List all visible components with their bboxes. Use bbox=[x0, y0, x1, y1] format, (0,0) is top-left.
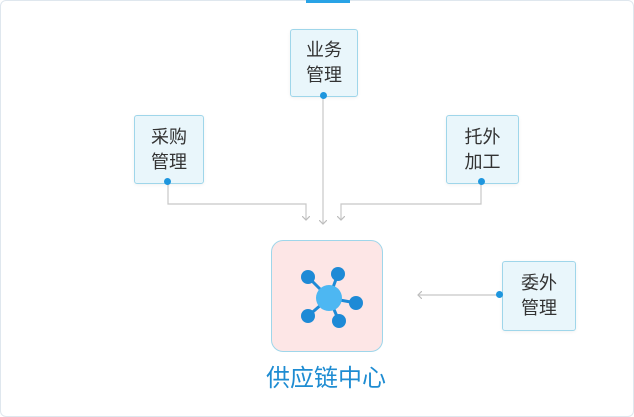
node-procurement-line1: 采购 bbox=[151, 126, 187, 148]
node-commission-line2: 管理 bbox=[521, 298, 557, 319]
node-procurement-line2: 管理 bbox=[151, 151, 187, 173]
network-hub-icon bbox=[301, 267, 363, 328]
top-accent-bar bbox=[306, 0, 350, 3]
node-business-line2: 管理 bbox=[306, 65, 342, 86]
node-outsourcing-line1: 托外 bbox=[464, 126, 501, 148]
node-outsourcing: 托外 加工 bbox=[446, 115, 519, 184]
node-business: 业务 管理 bbox=[290, 29, 358, 97]
connector-outsourcing bbox=[341, 182, 482, 220]
node-business-line1: 业务 bbox=[306, 40, 342, 61]
node-commission: 委外 管理 bbox=[502, 261, 576, 331]
node-commission-port bbox=[496, 291, 503, 298]
connector-procurement bbox=[167, 182, 306, 220]
node-business-port bbox=[320, 92, 327, 99]
supply-chain-hub bbox=[271, 240, 383, 352]
node-commission-line1: 委外 bbox=[521, 273, 557, 294]
node-outsourcing-line2: 加工 bbox=[464, 151, 501, 173]
node-outsourcing-port bbox=[478, 178, 485, 185]
node-procurement: 采购 管理 bbox=[134, 115, 204, 184]
node-procurement-port bbox=[164, 178, 171, 185]
hub-label: 供应链中心 bbox=[266, 364, 386, 392]
